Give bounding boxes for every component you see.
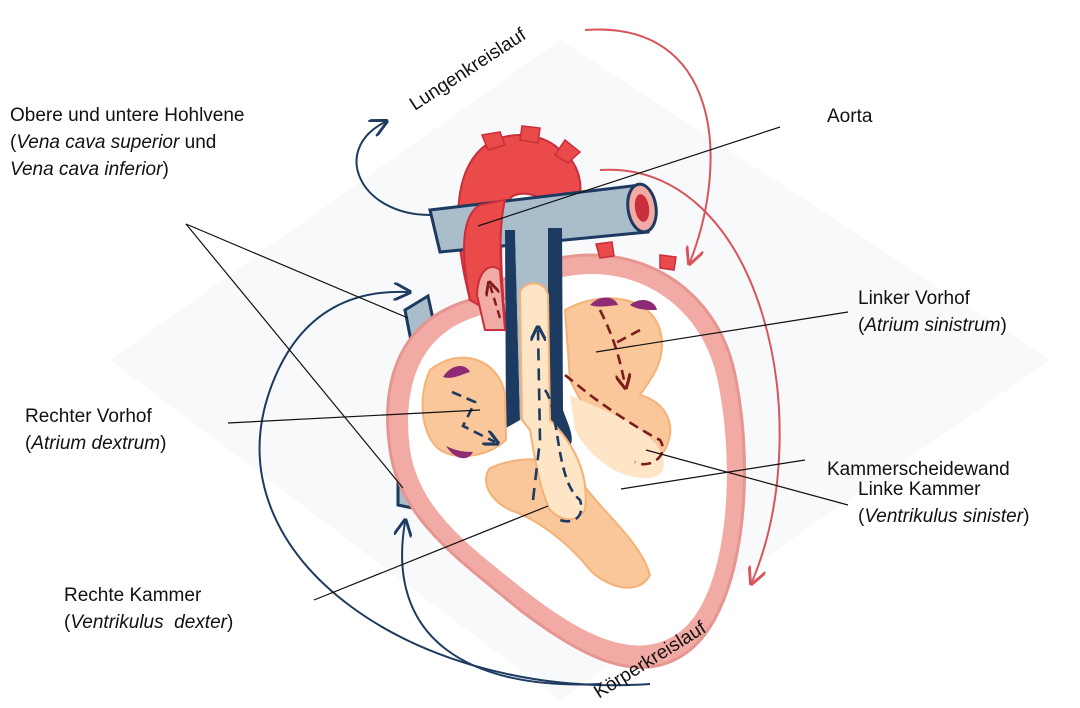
label-vena-cava-inferior: Vena cava inferior (10, 159, 162, 180)
label-linker-vorhof: Linker Vorhof (Atrium sinistrum) (858, 285, 1007, 339)
label-linke-kammer: Linke Kammer (Ventrikulus sinister) (858, 476, 1029, 530)
label-kammerscheidewand: Kammerscheidewand (827, 456, 1010, 483)
label-aorta: Aorta (827, 103, 872, 130)
label-hohlvene: Obere und untere Hohlvene (Vena cava sup… (10, 102, 245, 183)
pulmonary-vein-1 (596, 242, 614, 258)
label-rechter-vorhof: Rechter Vorhof (Atrium dextrum) (25, 403, 166, 457)
pulmonary-vein-2 (660, 255, 676, 270)
label-hohlvene-line1: Obere und untere Hohlvene (10, 102, 245, 129)
label-rechte-kammer: Rechte Kammer (Ventrikulus dexter) (64, 582, 233, 636)
aorta-branch-2 (520, 126, 540, 143)
label-vena-cava-superior: Vena cava superior (16, 132, 179, 153)
